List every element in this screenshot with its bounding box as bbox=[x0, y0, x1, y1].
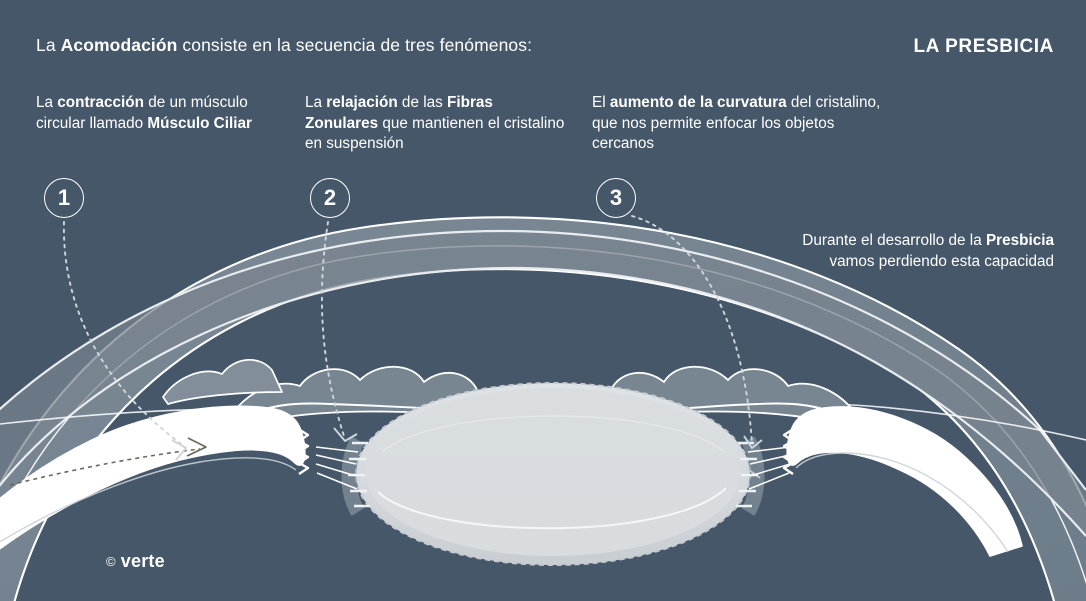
step-2-plain-2: de las bbox=[397, 94, 448, 111]
step-2-text: La relajación de las Fibras Zonulares qu… bbox=[305, 93, 567, 155]
step-number-1: 1 bbox=[44, 178, 84, 218]
leader-3 bbox=[631, 215, 753, 445]
side-note-plain-1: Durante el desarrollo de la bbox=[802, 232, 986, 249]
step-1-plain-1: La bbox=[36, 94, 58, 111]
credit-logo: © verte bbox=[106, 551, 165, 572]
header-intro: La Acomodación consiste en la secuencia … bbox=[36, 35, 532, 56]
step-3-plain-2: del cristalino, que nos permite enfocar … bbox=[592, 94, 881, 152]
step-3-bold-1: aumento de la curvatura bbox=[609, 94, 787, 111]
page-title: LA PRESBICIA bbox=[913, 36, 1054, 57]
step-1-text: La contracción de un músculo circular ll… bbox=[36, 93, 296, 134]
leader-arrowheads bbox=[171, 427, 763, 461]
side-note-plain-2: vamos perdiendo esta capacidad bbox=[829, 252, 1054, 270]
step-1-plain-2: de un músculo circular llamado bbox=[36, 94, 248, 132]
step-number-2: 2 bbox=[310, 178, 350, 218]
crystalline-lens bbox=[355, 382, 751, 566]
step-1-bold-2: Músculo Ciliar bbox=[147, 114, 252, 132]
step-number-3: 3 bbox=[596, 178, 636, 218]
cornea-arc bbox=[0, 229, 1086, 537]
header-intro-plain-1: La bbox=[36, 35, 61, 55]
step-2-bold-2: Fibras Zonulares bbox=[305, 94, 493, 132]
step-2-plain-1: La bbox=[305, 94, 327, 111]
step-3-plain-1: El bbox=[592, 94, 610, 111]
leader-1 bbox=[63, 221, 185, 447]
step-1-bold-1: contracción bbox=[57, 94, 144, 111]
step-3-text: El aumento de la curvatura del cristalin… bbox=[592, 93, 882, 155]
leader-2 bbox=[320, 221, 345, 437]
ciliary-muscle-left bbox=[0, 405, 310, 550]
step-2-plain-3: que mantienen el cristalino en suspensió… bbox=[305, 114, 565, 153]
zonular-fibers-left bbox=[315, 446, 359, 490]
step-2-bold-1: relajación bbox=[326, 94, 398, 111]
copyright-icon: © bbox=[106, 554, 116, 569]
ciliary-muscle-right bbox=[782, 406, 1023, 557]
credit-name: verte bbox=[120, 551, 165, 571]
side-note-bold-1: Presbicia bbox=[985, 232, 1054, 249]
header-intro-bold-1: Acomodación bbox=[60, 35, 178, 55]
header-intro-plain-2: consiste en la secuencia de tres fenómen… bbox=[177, 35, 533, 55]
side-note: Durante el desarrollo de la Presbicia va… bbox=[792, 231, 1054, 272]
leader-lines bbox=[63, 215, 753, 447]
